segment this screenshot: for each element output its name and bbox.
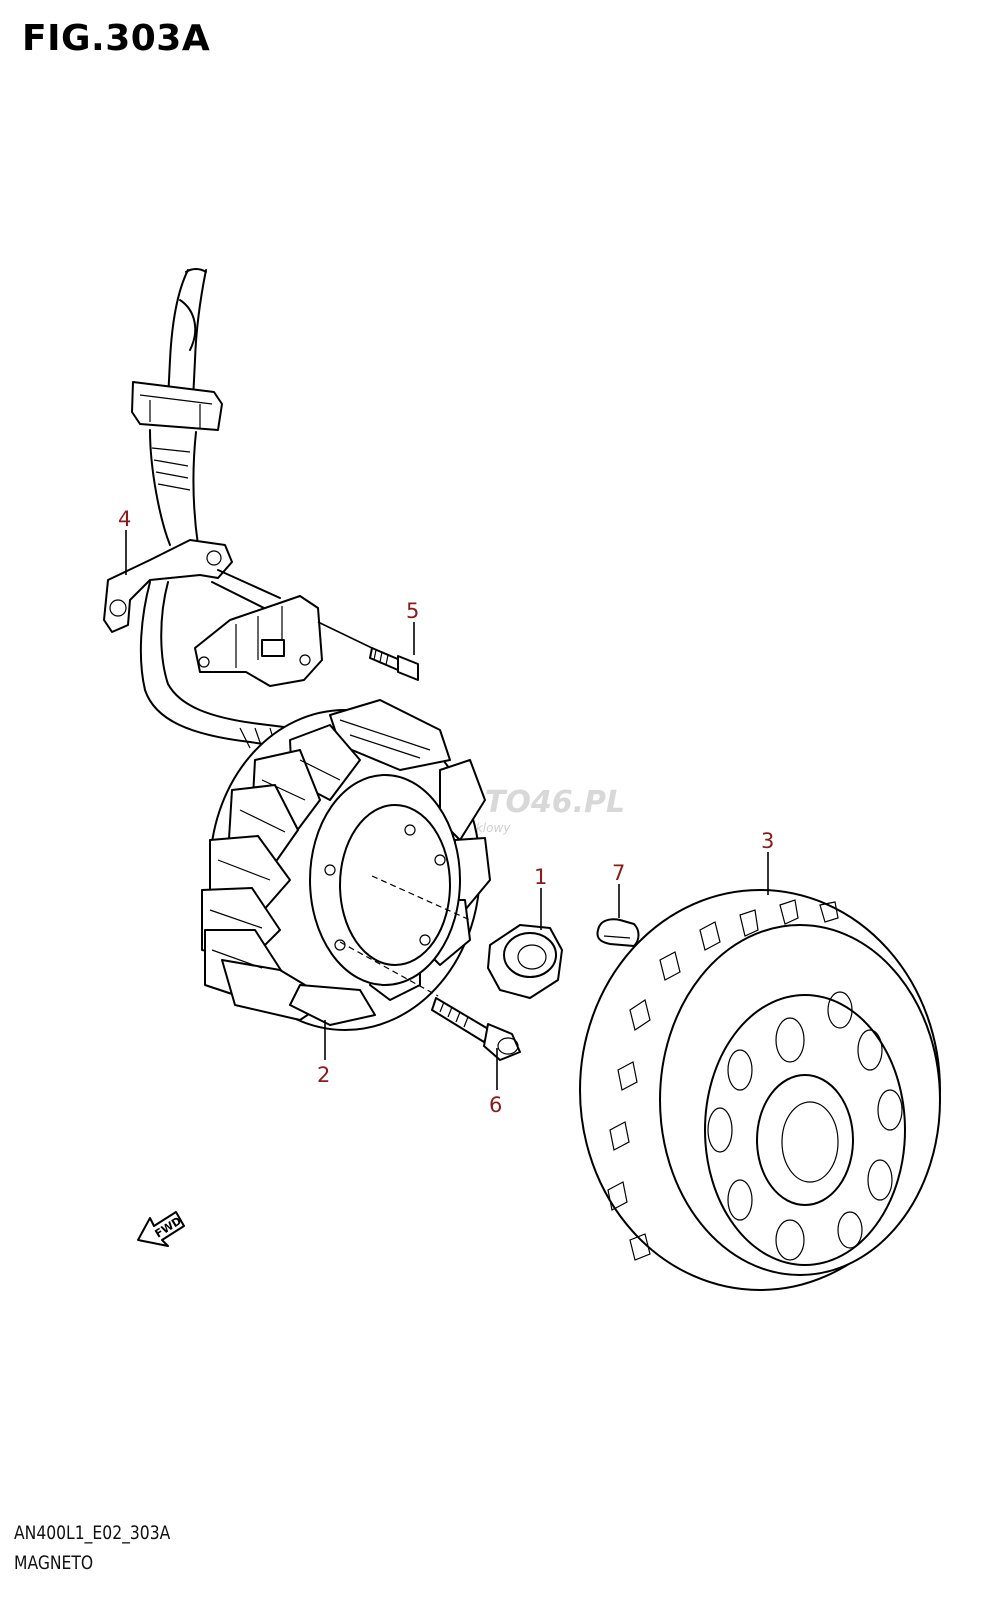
callout-3: 3 [761,829,774,853]
callout-2: 2 [317,1063,330,1087]
wire-harness [131,268,223,546]
diagram-name: MAGNETO [14,1552,94,1574]
diagram-code: AN400L1_E02_303A [14,1522,171,1544]
bolt-6 [431,997,521,1061]
wire-bracket [103,539,293,749]
bolt-5 [317,621,419,681]
rotor-flywheel [579,889,941,1291]
leader-lines [125,530,769,1090]
callout-4: 4 [118,507,131,531]
pickup-coil-connector [194,569,323,687]
key-7 [596,918,640,947]
nut-1 [487,924,563,999]
callout-5: 5 [406,599,419,623]
callout-7: 7 [612,861,625,885]
stator [201,699,491,1031]
callout-1: 1 [534,865,547,889]
fwd-arrow-icon: FWD [137,1211,185,1247]
figure-title: FIG.303A [22,18,211,59]
callout-6: 6 [489,1093,502,1117]
callouts: 4 5 1 7 3 2 6 [118,507,774,1117]
